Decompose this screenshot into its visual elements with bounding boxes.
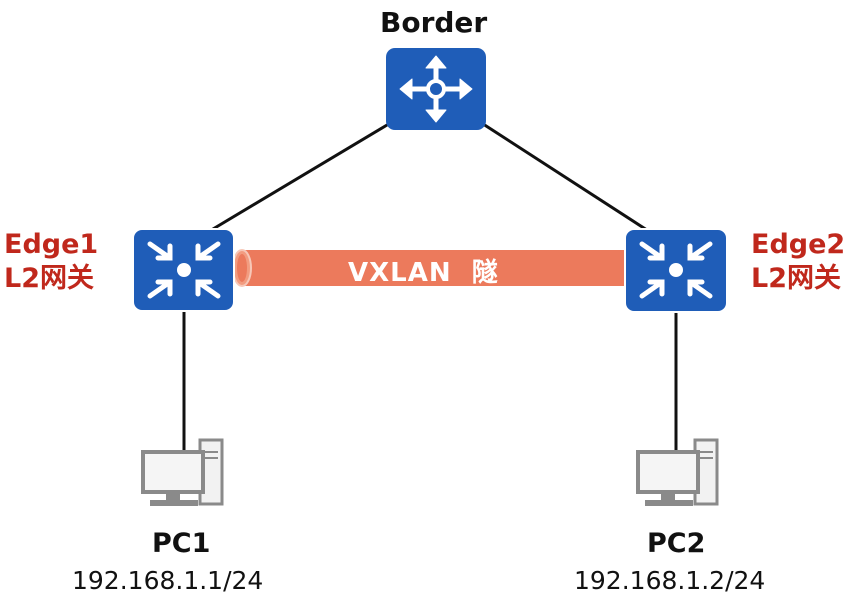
switch-icon [624, 228, 728, 313]
border-label: Border [380, 6, 488, 39]
pc2-name: PC2 [647, 528, 706, 559]
vxlan-tunnel-label: VXLAN 隧 [348, 258, 499, 288]
edge2-label: Edge2 L2网关 [751, 228, 845, 296]
router-icon [386, 48, 486, 130]
link-border-edge2 [479, 120, 651, 234]
edge1-label: Edge1 L2网关 [4, 228, 98, 296]
pc2-ip: 192.168.1.2/24 [574, 566, 766, 595]
link-border-edge1 [207, 120, 393, 234]
edge2-name: Edge2 [751, 229, 846, 260]
pc-icon [636, 438, 719, 506]
pc1-name: PC1 [152, 528, 211, 559]
edge1-name: Edge1 [4, 229, 99, 260]
switch-icon [132, 228, 235, 312]
pc1-ip: 192.168.1.1/24 [72, 566, 264, 595]
pc-icon [141, 438, 224, 506]
edge2-role: L2网关 [751, 263, 841, 294]
edge1-role: L2网关 [4, 263, 94, 294]
